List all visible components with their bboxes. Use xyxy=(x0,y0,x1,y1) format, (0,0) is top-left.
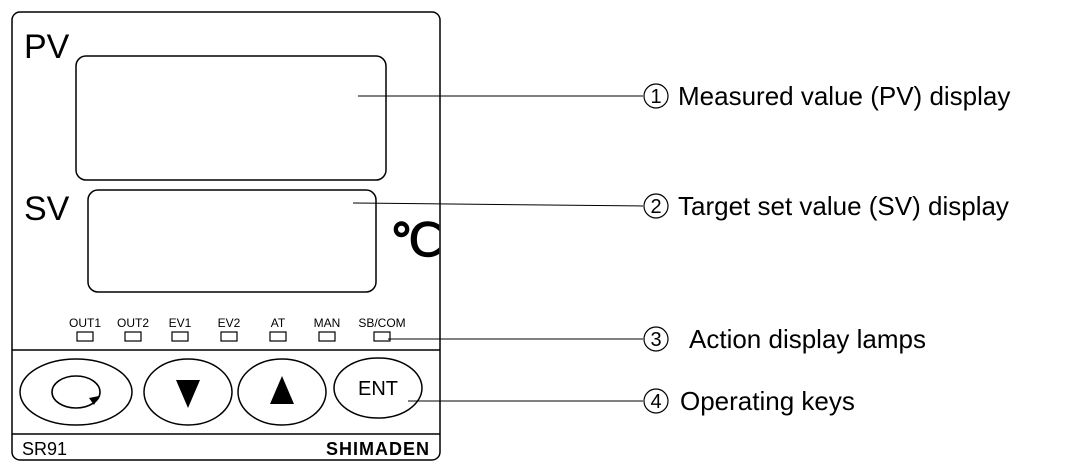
callout-text-2: Target set value (SV) display xyxy=(678,191,1009,221)
action-lamps: OUT1 OUT2 EV1 EV2 AT MAN SB/COM xyxy=(69,316,406,342)
triangle-up-icon xyxy=(270,376,294,404)
lamp-label-at: AT xyxy=(271,316,286,330)
lamp-man xyxy=(318,331,336,342)
brand-logo: SHIMADEN xyxy=(326,439,430,459)
callout-number-circle-3 xyxy=(643,326,669,352)
lamp-sbcom xyxy=(373,331,391,342)
ent-key-label: ENT xyxy=(358,378,398,400)
circular-arrow-icon xyxy=(51,375,101,409)
lamp-out1 xyxy=(76,331,94,342)
callout-number-1: 1 xyxy=(650,86,661,108)
unit-celsius-icon: ℃ xyxy=(390,214,442,266)
lamp-label-out2: OUT2 xyxy=(117,316,149,330)
lamp-ev1 xyxy=(171,331,189,342)
lamp-label-sbcom: SB/COM xyxy=(358,316,405,330)
model-label: SR91 xyxy=(22,439,67,459)
callout-text-4: Operating keys xyxy=(680,386,855,416)
sv-label: SV xyxy=(24,190,70,228)
callout-4: 4 Operating keys xyxy=(643,386,855,416)
lamp-at xyxy=(269,331,287,342)
callout-number-circle-4 xyxy=(643,388,669,414)
front-panel xyxy=(11,11,441,461)
lamp-ev2 xyxy=(220,331,238,342)
callout-line-2 xyxy=(352,202,644,207)
triangle-down-icon xyxy=(176,380,200,408)
callout-number-circle-1 xyxy=(643,83,669,109)
sv-display xyxy=(87,189,377,293)
callout-number-4: 4 xyxy=(650,391,661,413)
pv-display xyxy=(75,55,387,181)
callout-1: 1 Measured value (PV) display xyxy=(643,81,1010,111)
callout-lines xyxy=(352,95,644,402)
lamp-out2 xyxy=(124,331,142,342)
ent-key[interactable]: ENT xyxy=(333,357,423,419)
operating-keys: ENT xyxy=(19,357,423,426)
callout-text-1: Measured value (PV) display xyxy=(678,81,1010,111)
lamp-label-man: MAN xyxy=(314,316,341,330)
pv-label: PV xyxy=(24,28,70,66)
callout-number-circle-2 xyxy=(643,193,669,219)
down-key[interactable] xyxy=(143,358,233,426)
lamp-label-out1: OUT1 xyxy=(69,316,101,330)
rotate-key[interactable] xyxy=(19,358,133,426)
callout-2: 2 Target set value (SV) display xyxy=(643,191,1009,221)
up-key[interactable] xyxy=(237,358,327,426)
callout-number-3: 3 xyxy=(650,329,661,351)
lamp-label-ev1: EV1 xyxy=(169,316,192,330)
callout-number-2: 2 xyxy=(650,196,661,218)
callout-text-3: Action display lamps xyxy=(689,324,926,354)
callout-3: 3 Action display lamps xyxy=(643,324,926,354)
lamp-label-ev2: EV2 xyxy=(218,316,241,330)
